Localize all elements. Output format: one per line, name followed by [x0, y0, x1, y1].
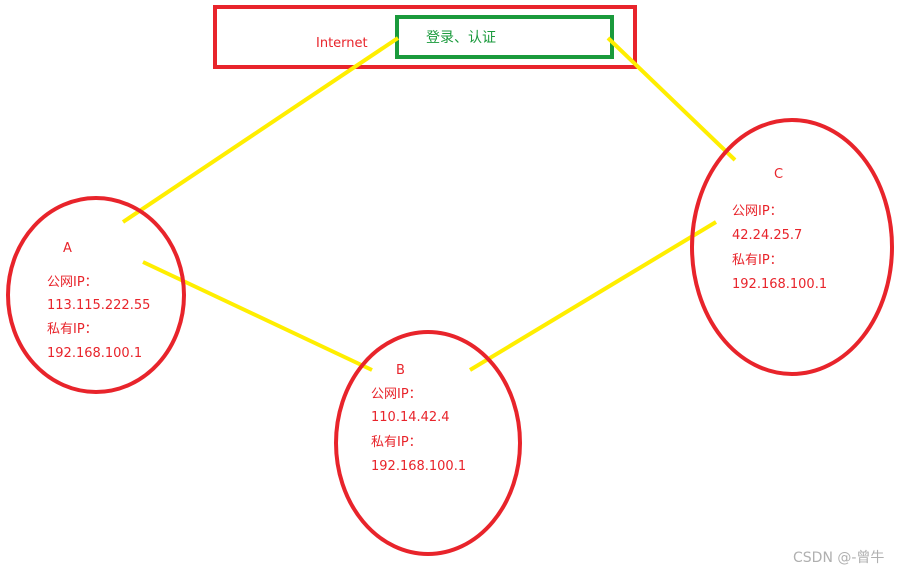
node-a-public-ip: 113.115.222.55	[47, 298, 151, 313]
node-b-private-ip-label: 私有IP：	[371, 435, 422, 450]
node-c-name: C	[774, 167, 784, 182]
node-a-ellipse	[6, 196, 186, 394]
node-b-private-ip: 192.168.100.1	[371, 459, 467, 474]
watermark: CSDN @-曾牛	[793, 550, 885, 566]
internet-box	[213, 5, 637, 69]
node-b-name: B	[396, 363, 405, 378]
node-a-private-ip-label: 私有IP：	[47, 322, 98, 337]
auth-label: 登录、认证	[426, 30, 496, 46]
node-c-public-ip-label: 公网IP：	[732, 204, 783, 219]
node-b-ellipse	[334, 330, 522, 556]
connection-internet-c	[606, 36, 737, 162]
node-c-public-ip: 42.24.25.7	[732, 228, 803, 243]
node-a-public-ip-label: 公网IP：	[47, 275, 98, 290]
node-c-private-ip-label: 私有IP：	[732, 253, 783, 268]
node-b-public-ip: 110.14.42.4	[371, 410, 450, 425]
node-c-private-ip: 192.168.100.1	[732, 277, 828, 292]
connection-a-b	[142, 260, 373, 372]
connection-b-c	[468, 220, 718, 372]
node-b-public-ip-label: 公网IP：	[371, 387, 422, 402]
node-c-ellipse	[690, 118, 894, 376]
connection-a-internet	[121, 36, 400, 224]
node-a-name: A	[63, 241, 72, 256]
internet-label: Internet	[316, 36, 368, 51]
node-a-private-ip: 192.168.100.1	[47, 346, 143, 361]
